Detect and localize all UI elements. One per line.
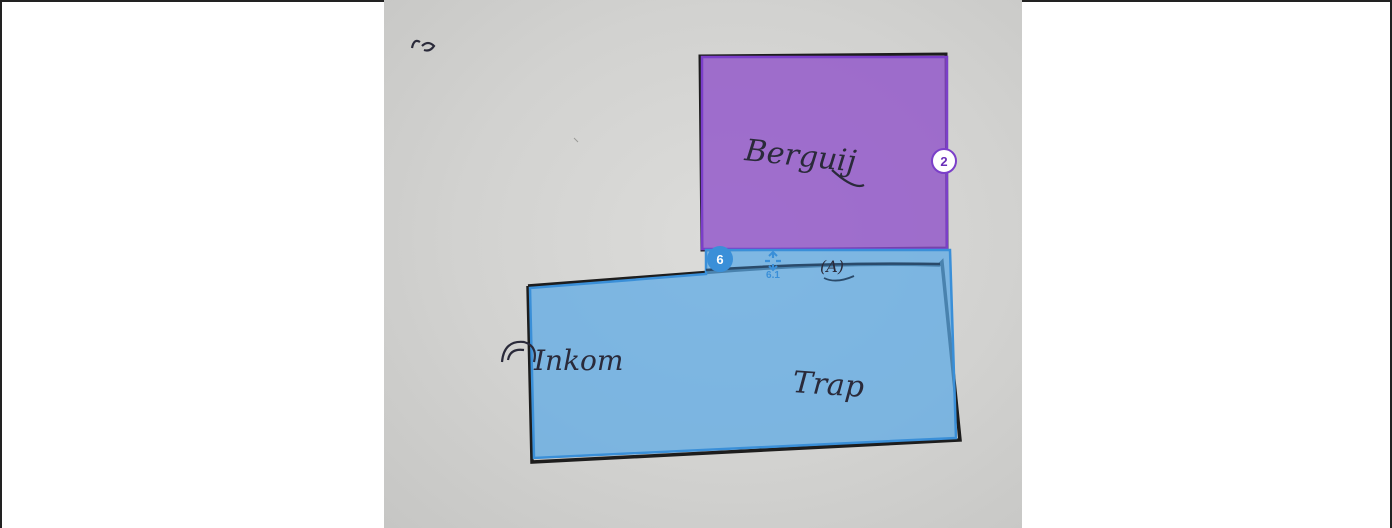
region-6-handwriting-inkom: Inkom xyxy=(533,344,623,377)
region-2-badge-label: 2 xyxy=(940,153,948,169)
corner-mark xyxy=(410,39,436,52)
region-2-overlay[interactable] xyxy=(700,55,949,251)
anchor-6-1[interactable]: 6.1 xyxy=(762,250,784,284)
sketch-canvas: Berguij (A) Inkom Trap xyxy=(410,39,962,464)
region-2-badge[interactable]: 2 xyxy=(931,148,957,174)
region-6-badge-label: 6 xyxy=(716,251,724,267)
anchor-6-1-label: 6.1 xyxy=(766,270,780,281)
region-6-overlay[interactable] xyxy=(528,248,958,460)
sketch-photo: Berguij (A) Inkom Trap xyxy=(384,0,1022,528)
wall-mark: (A) xyxy=(820,257,844,276)
region-6-badge[interactable]: 6 xyxy=(707,246,733,272)
door-anchor-icon xyxy=(765,250,781,272)
region-6-handwriting-trap: Trap xyxy=(791,365,865,405)
